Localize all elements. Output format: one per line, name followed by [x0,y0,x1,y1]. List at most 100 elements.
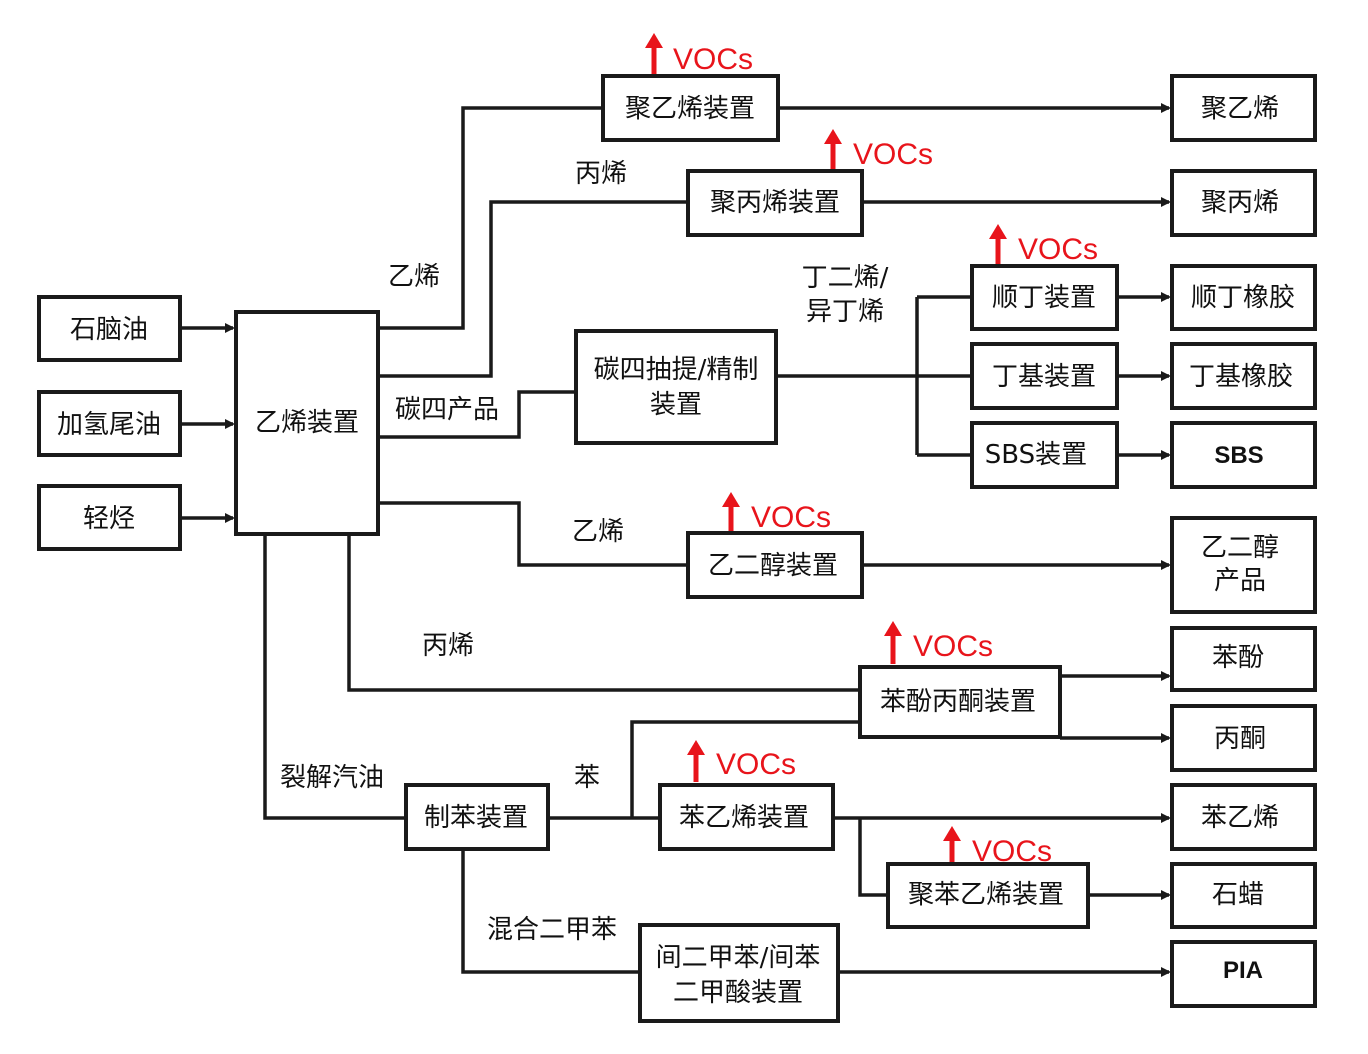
line-benzene-to-phenol [630,720,860,818]
svg-text:VOCs: VOCs [1018,233,1098,266]
unit-ethylene: 乙烯装置 [234,310,380,536]
voc-eg: VOCs [722,492,831,534]
svg-text:加氢尾油: 加氢尾油 [57,410,161,440]
voc-arrowhead-icon [645,33,663,48]
svg-text:间二甲苯/间苯: 间二甲苯/间苯 [656,943,821,973]
product-pp: 聚丙烯 [1170,169,1317,237]
unit-c4-extraction: 碳四抽提/精制 装置 [574,329,778,445]
svg-text:VOCs: VOCs [716,748,796,781]
voc-arrowhead-icon [824,129,842,144]
label-propylene-top: 丙烯 [575,159,627,189]
svg-text:苯酚丙酮装置: 苯酚丙酮装置 [880,687,1036,717]
unit-pe: 聚乙烯装置 [601,74,780,142]
svg-text:制苯装置: 制苯装置 [424,803,528,833]
svg-text:聚丙烯: 聚丙烯 [1201,188,1279,218]
svg-text:聚丙烯装置: 聚丙烯装置 [710,188,840,218]
product-wax: 石蜡 [1170,862,1317,929]
svg-text:SBS装置: SBS装置 [985,440,1087,470]
label-butadiene-line1: 丁二烯/ [802,263,889,293]
svg-text:VOCs: VOCs [751,501,831,534]
connection-lines [180,103,1171,977]
label-ethylene-top: 乙烯 [388,262,440,292]
line-ethylene-to-pe [378,106,603,330]
voc-arrowhead-icon [884,621,902,636]
unit-sbs: SBS装置 [970,421,1119,489]
svg-text:产品: 产品 [1214,566,1266,596]
input-hydro-tail-oil: 加氢尾油 [37,390,182,457]
unit-butyl: 丁基装置 [970,342,1119,410]
product-butyl: 丁基橡胶 [1170,342,1317,410]
svg-text:聚苯乙烯装置: 聚苯乙烯装置 [908,880,1064,910]
unit-benzene: 制苯装置 [404,783,550,851]
line-benzene-to-pia [461,850,640,974]
voc-br: VOCs [989,224,1098,266]
product-styrene: 苯乙烯 [1170,783,1317,851]
svg-text:丙酮: 丙酮 [1214,724,1266,754]
svg-text:顺丁装置: 顺丁装置 [992,283,1096,313]
svg-text:苯乙烯: 苯乙烯 [1201,803,1279,833]
voc-ps: VOCs [943,826,1052,868]
svg-text:装置: 装置 [650,390,702,420]
voc-arrowhead-icon [722,492,740,507]
label-c4-product: 碳四产品 [395,395,499,425]
product-pia: PIA [1170,940,1317,1008]
unit-boxes: 乙烯装置 聚乙烯装置 聚丙烯装置 碳四抽提/精制 装置 顺丁装置 丁基装置 SB… [234,74,1119,1023]
input-boxes: 石脑油 加氢尾油 轻烃 [37,295,182,551]
svg-text:VOCs: VOCs [853,138,933,171]
label-pyrolysis-gasoline: 裂解汽油 [280,763,384,793]
product-acetone: 丙酮 [1170,704,1317,772]
voc-arrowhead-icon [687,740,705,755]
voc-arrowhead-icon [943,826,961,841]
label-benzene: 苯 [574,763,600,793]
label-ethylene-mid: 乙烯 [572,517,624,547]
unit-phenol-acetone: 苯酚丙酮装置 [858,665,1062,739]
label-mixed-xylene: 混合二甲苯 [487,915,617,945]
svg-text:VOCs: VOCs [673,43,753,76]
label-butadiene-line2: 异丁烯 [806,297,884,327]
line-propylene-to-phenol [347,535,860,692]
svg-text:顺丁橡胶: 顺丁橡胶 [1191,283,1295,313]
unit-eg: 乙二醇装置 [686,531,864,599]
unit-br: 顺丁装置 [970,264,1119,331]
line-styrene-to-ps [858,818,888,897]
voc-pe: VOCs [645,33,753,76]
product-phenol: 苯酚 [1170,626,1317,692]
svg-text:苯乙烯装置: 苯乙烯装置 [679,803,809,833]
voc-phenol: VOCs [884,621,993,664]
svg-text:PIA: PIA [1223,957,1263,984]
voc-styrene: VOCs [687,740,796,782]
svg-text:乙二醇装置: 乙二醇装置 [708,551,838,581]
flow-labels: 乙烯 丙烯 碳四产品 丁二烯/ 异丁烯 乙烯 丙烯 裂解汽油 苯 混合二甲苯 [280,159,889,945]
line-ethylene-to-eg [378,501,688,567]
label-propylene-mid: 丙烯 [422,631,474,661]
svg-text:石脑油: 石脑油 [70,315,148,345]
product-br: 顺丁橡胶 [1170,264,1317,331]
svg-text:VOCs: VOCs [913,630,993,663]
svg-text:乙二醇: 乙二醇 [1201,533,1279,563]
unit-ps: 聚苯乙烯装置 [886,862,1090,929]
svg-text:丁基装置: 丁基装置 [992,362,1096,392]
svg-text:丁基橡胶: 丁基橡胶 [1189,362,1293,392]
input-light-hydrocarbon: 轻烃 [37,484,182,551]
product-boxes: 聚乙烯 聚丙烯 顺丁橡胶 丁基橡胶 SBS 乙二醇 产品 苯酚 丙 [1170,74,1317,1008]
product-sbs: SBS [1170,421,1317,489]
svg-text:聚乙烯: 聚乙烯 [1201,94,1279,124]
unit-pia: 间二甲苯/间苯 二甲酸装置 [638,923,840,1023]
voc-markers: VOCs VOCs VOCs VOCs VOCs VOCs [645,33,1098,868]
voc-pp: VOCs [824,129,933,171]
svg-text:VOCs: VOCs [972,835,1052,868]
line-c4-to-extraction [378,390,576,439]
voc-arrowhead-icon [989,224,1007,239]
svg-text:聚乙烯装置: 聚乙烯装置 [625,94,755,124]
unit-pp: 聚丙烯装置 [686,169,864,237]
line-propylene-to-pp [378,200,688,378]
input-naphtha: 石脑油 [37,295,182,362]
line-gasoline-to-benzene [263,535,406,820]
svg-text:石蜡: 石蜡 [1212,880,1264,910]
product-pe: 聚乙烯 [1170,74,1317,142]
svg-text:苯酚: 苯酚 [1212,643,1264,673]
svg-text:二甲酸装置: 二甲酸装置 [673,978,803,1008]
svg-text:轻烃: 轻烃 [83,504,135,534]
svg-text:乙烯装置: 乙烯装置 [255,408,359,438]
